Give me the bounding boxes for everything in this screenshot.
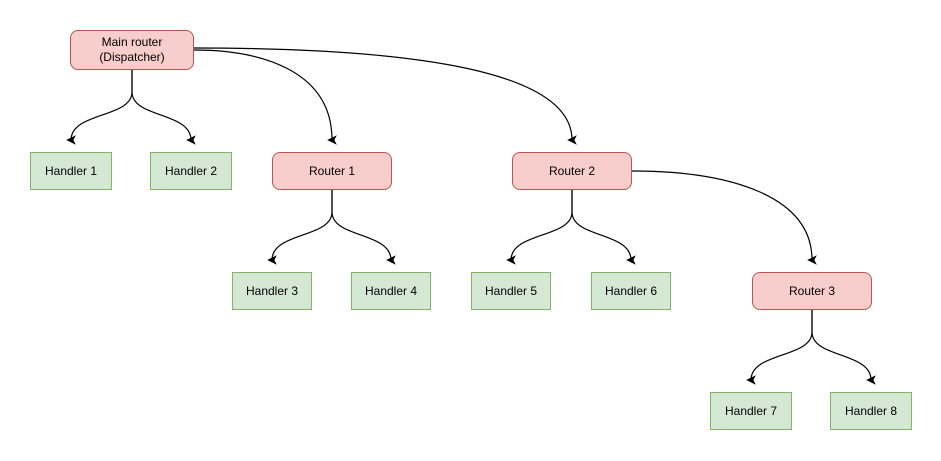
node-label-handler1: Handler 1: [44, 163, 98, 178]
node-handler6[interactable]: Handler 6: [591, 272, 671, 310]
edge-e-r2-h5: [506, 190, 573, 265]
node-handler8[interactable]: Handler 8: [830, 392, 912, 430]
node-label-handler8: Handler 8: [844, 403, 898, 418]
diagram-edges: [66, 47, 876, 385]
edge-e-main-h1: [66, 70, 133, 145]
node-handler7[interactable]: Handler 7: [710, 392, 792, 430]
edge-e-r2-r3: [631, 170, 817, 265]
node-main_router[interactable]: Main router (Dispatcher): [70, 30, 194, 70]
node-label-handler5: Handler 5: [484, 283, 538, 298]
node-handler4[interactable]: Handler 4: [351, 272, 431, 310]
node-label-handler6: Handler 6: [604, 283, 658, 298]
edge-e-r1-h4: [331, 190, 396, 265]
node-label-router2: Router 2: [548, 163, 596, 178]
edge-e-r3-h8: [811, 310, 876, 385]
node-label-handler3: Handler 3: [245, 283, 299, 298]
node-router2[interactable]: Router 2: [512, 152, 632, 190]
edge-e-r2-h6: [571, 190, 636, 265]
node-label-handler4: Handler 4: [364, 283, 418, 298]
node-label-router3: Router 3: [788, 283, 836, 298]
edge-e-r3-h7: [746, 310, 813, 385]
edge-e-main-r2: [193, 47, 577, 145]
node-label-handler7: Handler 7: [724, 403, 778, 418]
node-router1[interactable]: Router 1: [272, 152, 392, 190]
edge-e-r1-h3: [267, 190, 333, 265]
node-handler1[interactable]: Handler 1: [30, 152, 112, 190]
node-label-router1: Router 1: [308, 163, 356, 178]
node-router3[interactable]: Router 3: [752, 272, 872, 310]
node-label-handler2: Handler 2: [164, 163, 218, 178]
node-handler5[interactable]: Handler 5: [471, 272, 551, 310]
node-handler3[interactable]: Handler 3: [232, 272, 312, 310]
edge-e-main-h2: [131, 70, 196, 145]
edge-e-main-r1: [193, 49, 337, 145]
node-handler2[interactable]: Handler 2: [150, 152, 232, 190]
node-label-main_router: Main router (Dispatcher): [99, 35, 165, 64]
